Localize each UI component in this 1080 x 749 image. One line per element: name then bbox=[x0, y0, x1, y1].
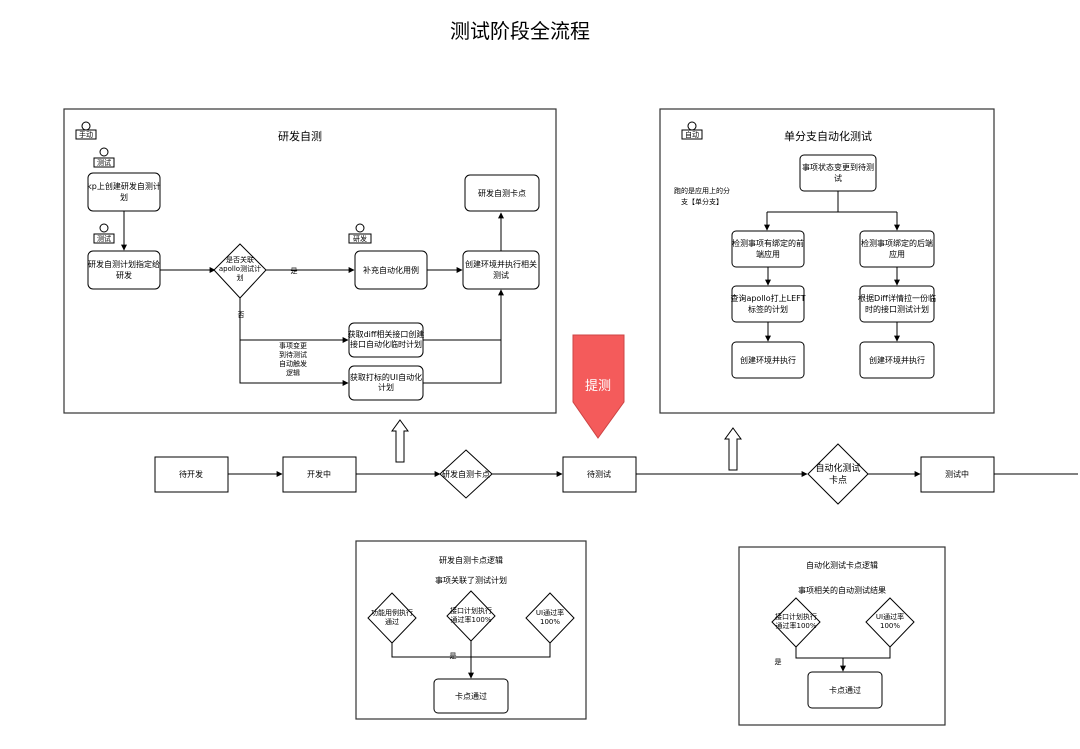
side-note-line2: 到待测试 bbox=[279, 350, 307, 359]
state-pending-test-text: 待测试 bbox=[587, 469, 611, 479]
env-exec-text-1: 创建环境并执行 bbox=[740, 355, 796, 365]
br-d1-line1: 接口计划执行 bbox=[775, 612, 817, 621]
state-in-dev-text: 开发中 bbox=[307, 469, 331, 479]
apollo-line2: 标签的计划 bbox=[748, 304, 788, 314]
selftest-gate-text: 研发自测卡点 bbox=[442, 469, 490, 479]
svg-text:研发: 研发 bbox=[353, 234, 367, 243]
backend-line1: 检测事项绑定的后端 bbox=[861, 238, 933, 248]
yes-label: 是 bbox=[291, 267, 298, 275]
backend-line2: 应用 bbox=[889, 249, 905, 259]
automation-gate bbox=[807, 443, 869, 505]
automation-gate-line1: 自动化测试 bbox=[815, 462, 860, 474]
assign-plan-node bbox=[87, 250, 161, 290]
diff-plan-line1: 获取diff相关接口创建 bbox=[348, 329, 425, 339]
br-subtitle: 事项相关的自动测试结果 bbox=[798, 585, 886, 595]
bl-d2-line2: 通过率100% bbox=[450, 615, 491, 624]
selftest-gate bbox=[439, 449, 493, 499]
ui-plan-line2: 计划 bbox=[378, 382, 394, 392]
bl-d3-line2: 100% bbox=[540, 618, 560, 626]
side-note-line4: 逻辑 bbox=[286, 368, 300, 377]
create-env-exec-node-2 bbox=[859, 341, 935, 379]
status-line1: 事项状态变更到待测 bbox=[802, 162, 874, 172]
br-d2-line1: UI通过率 bbox=[876, 612, 904, 621]
branch-note-line2: 支【单分支】 bbox=[681, 197, 723, 206]
diff-plan-line2: 接口自动化临时计划 bbox=[350, 339, 422, 349]
bl-title: 研发自测卡点逻辑 bbox=[439, 555, 503, 565]
dev-selftest-title: 研发自测 bbox=[278, 129, 322, 143]
env-exec-text-2: 创建环境并执行 bbox=[869, 355, 925, 365]
bl-d1-line1: 功能用例执行 bbox=[371, 608, 413, 617]
diff-temp-line1: 根据Diff详情拉一份临 bbox=[858, 293, 936, 303]
tester-person-icon-2: 测试 bbox=[93, 223, 115, 244]
no-label: 否 bbox=[238, 311, 245, 319]
developer-person-icon: 研发 bbox=[348, 223, 372, 244]
decision-line3: 划 bbox=[237, 273, 244, 282]
decision-line2: apollo测试计 bbox=[219, 264, 261, 273]
state-in-dev bbox=[282, 456, 357, 493]
apollo-left-plan-node bbox=[731, 285, 805, 323]
bl-d1-line2: 通过 bbox=[385, 617, 399, 626]
state-in-test bbox=[920, 456, 995, 493]
create-plan-line1: kp上创建研发自测计 bbox=[87, 181, 161, 191]
page-title: 测试阶段全流程 bbox=[450, 19, 590, 43]
diff-temp-plan-node bbox=[859, 285, 935, 323]
up-arrow-left bbox=[391, 419, 409, 463]
submit-test-label: 提测 bbox=[585, 378, 611, 394]
bl-yes-label: 是 bbox=[450, 652, 457, 660]
create-env-node bbox=[462, 250, 540, 290]
bl-gate-pass-text: 卡点通过 bbox=[455, 691, 487, 701]
bl-subtitle: 事项关联了测试计划 bbox=[435, 575, 507, 585]
br-title: 自动化测试卡点逻辑 bbox=[806, 560, 878, 570]
ui-plan-line1: 获取打标的UI自动化 bbox=[350, 372, 422, 382]
svg-text:测试: 测试 bbox=[97, 158, 111, 167]
state-pending-dev-text: 待开发 bbox=[179, 469, 203, 479]
br-yes-label: 是 bbox=[775, 658, 782, 666]
automation-gate-line2: 卡点 bbox=[829, 474, 847, 486]
selftest-checkpoint-text: 研发自测卡点 bbox=[478, 188, 526, 198]
supplement-cases-text: 补充自动化用例 bbox=[363, 265, 419, 275]
decision-line1: 是否关联 bbox=[226, 255, 254, 264]
apollo-line1: 查询apollo打上LEFT bbox=[730, 293, 805, 303]
assign-line1: 研发自测计划指定给 bbox=[88, 259, 160, 269]
bl-d2-line1: 接口计划执行 bbox=[450, 606, 492, 615]
br-d2-line2: 100% bbox=[880, 622, 900, 630]
create-env-line1: 创建环境并执行相关 bbox=[465, 259, 537, 269]
create-plan-line2: 划 bbox=[120, 192, 128, 202]
tester-person-icon: 测试 bbox=[93, 147, 115, 168]
side-note-line3: 自动触发 bbox=[279, 359, 307, 368]
create-env-line2: 测试 bbox=[493, 270, 509, 280]
status-line2: 试 bbox=[834, 173, 842, 183]
status-change-node bbox=[799, 154, 877, 192]
br-d1-line2: 通过率100% bbox=[775, 621, 816, 630]
diff-temp-line2: 时的接口测试计划 bbox=[865, 304, 929, 314]
auto-label: 自动 bbox=[685, 130, 699, 139]
up-arrow-right bbox=[724, 427, 742, 471]
frontend-app-node bbox=[731, 230, 805, 268]
bl-gate-pass-node bbox=[433, 678, 509, 714]
svg-text:测试: 测试 bbox=[97, 234, 111, 243]
branch-note-line1: 跑的是应用上的分 bbox=[674, 186, 730, 195]
selftest-checkpoint-node bbox=[464, 174, 540, 212]
create-env-exec-node-1 bbox=[731, 341, 805, 379]
state-pending-test bbox=[562, 456, 637, 493]
side-note-line1: 事项变更 bbox=[279, 341, 307, 350]
backend-app-node bbox=[859, 230, 935, 268]
frontend-line1: 检测事项有绑定的前 bbox=[732, 238, 804, 248]
submit-test-banner bbox=[572, 334, 625, 439]
create-selftest-plan-node bbox=[87, 172, 161, 212]
bl-d3-line1: UI通过率 bbox=[536, 608, 564, 617]
frontend-line2: 端应用 bbox=[756, 249, 780, 259]
br-gate-pass-text: 卡点通过 bbox=[829, 685, 861, 695]
single-branch-title: 单分支自动化测试 bbox=[784, 129, 872, 143]
assign-line2: 研发 bbox=[116, 270, 132, 280]
state-in-test-text: 测试中 bbox=[945, 469, 969, 479]
br-gate-pass-node bbox=[807, 671, 883, 709]
manual-label: 手动 bbox=[79, 130, 93, 139]
